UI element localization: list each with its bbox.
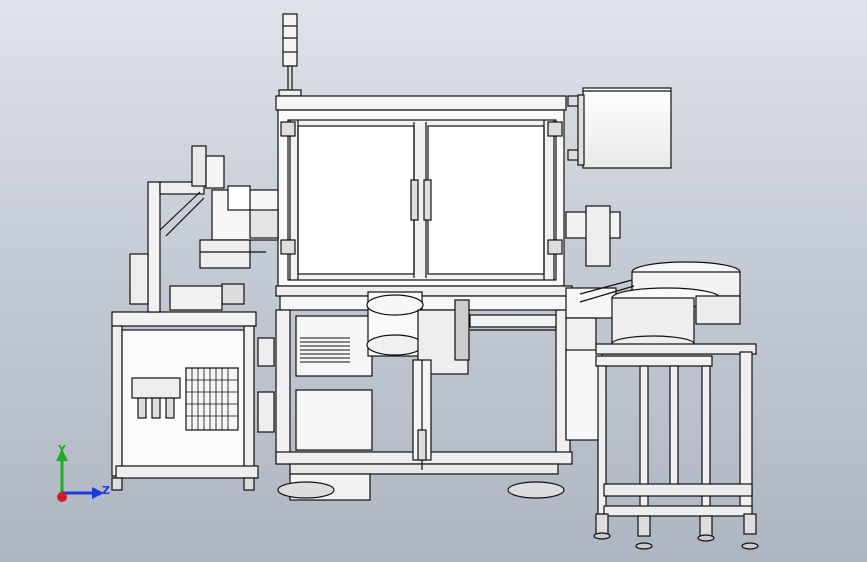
bowl-feeder bbox=[579, 261, 741, 353]
central-mechanism bbox=[366, 291, 557, 470]
triad-z-label: Z bbox=[102, 484, 110, 497]
triad-y-label: Y bbox=[58, 443, 66, 456]
signal-tower bbox=[278, 13, 302, 97]
control-box bbox=[577, 87, 672, 169]
coordinate-triad: Y Z bbox=[40, 435, 120, 515]
main-cabinet-upper bbox=[275, 95, 583, 287]
left-gantry bbox=[129, 145, 279, 313]
left-frame bbox=[111, 311, 275, 491]
triad-axes-icon bbox=[56, 449, 104, 502]
feeder-stand bbox=[593, 343, 759, 550]
